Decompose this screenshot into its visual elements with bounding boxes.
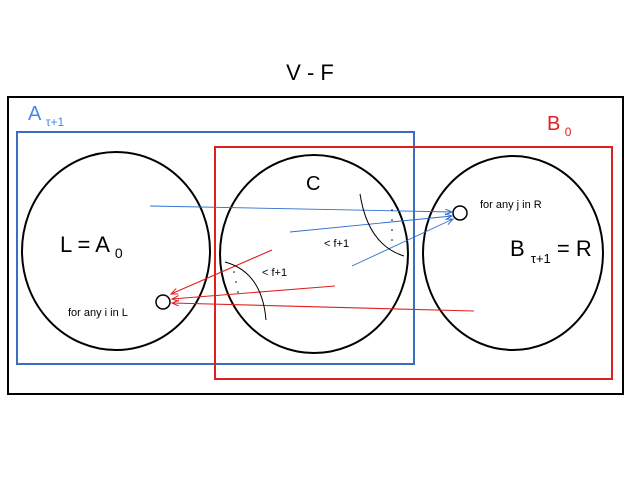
red-arrow-1 bbox=[171, 249, 273, 294]
circle-middle bbox=[219, 154, 409, 354]
circle-left-label-sub: 0 bbox=[115, 245, 123, 261]
circle-right-label-base: B bbox=[510, 236, 525, 261]
circle-right-label: B τ+1 = R bbox=[510, 236, 592, 268]
circle-left-label: L = A 0 bbox=[60, 232, 123, 261]
blue-arrow-3 bbox=[351, 219, 453, 267]
cut-arc-middle bbox=[359, 193, 405, 257]
dots-left bbox=[233, 271, 239, 293]
set-b-label: B 0 bbox=[547, 113, 572, 139]
node-i bbox=[155, 294, 171, 310]
cut-arc-left bbox=[224, 261, 267, 321]
node-j bbox=[452, 205, 468, 221]
blue-arrow-1 bbox=[149, 205, 452, 212]
set-b-label-sub: 0 bbox=[565, 125, 572, 139]
red-arrow-3 bbox=[172, 303, 475, 312]
dots-middle bbox=[391, 209, 393, 241]
circle-middle-label: C bbox=[306, 173, 320, 195]
circle-left-label-base: L = A bbox=[60, 232, 110, 257]
circle-left bbox=[21, 151, 211, 351]
set-a-label-base: A bbox=[28, 103, 42, 125]
note-any-i: for any i in L bbox=[68, 307, 128, 319]
note-any-j: for any j in R bbox=[480, 199, 542, 211]
circle-right-label-sub: τ+1 bbox=[531, 251, 551, 266]
set-a-label-sub: τ+1 bbox=[46, 115, 65, 129]
set-a-label: A τ+1 bbox=[28, 103, 65, 129]
set-b-label-base: B bbox=[547, 113, 560, 135]
label-lt-f1-blue: < f+1 bbox=[324, 238, 349, 250]
label-lt-f1-red: < f+1 bbox=[262, 267, 287, 279]
red-arrow-2 bbox=[172, 285, 336, 299]
outer-box bbox=[7, 96, 624, 395]
blue-arrow-2 bbox=[289, 216, 452, 233]
circle-right bbox=[422, 155, 604, 351]
circle-right-label-tail: = R bbox=[557, 236, 592, 261]
diagram-title: V - F bbox=[286, 60, 334, 85]
set-b-box bbox=[214, 146, 613, 380]
